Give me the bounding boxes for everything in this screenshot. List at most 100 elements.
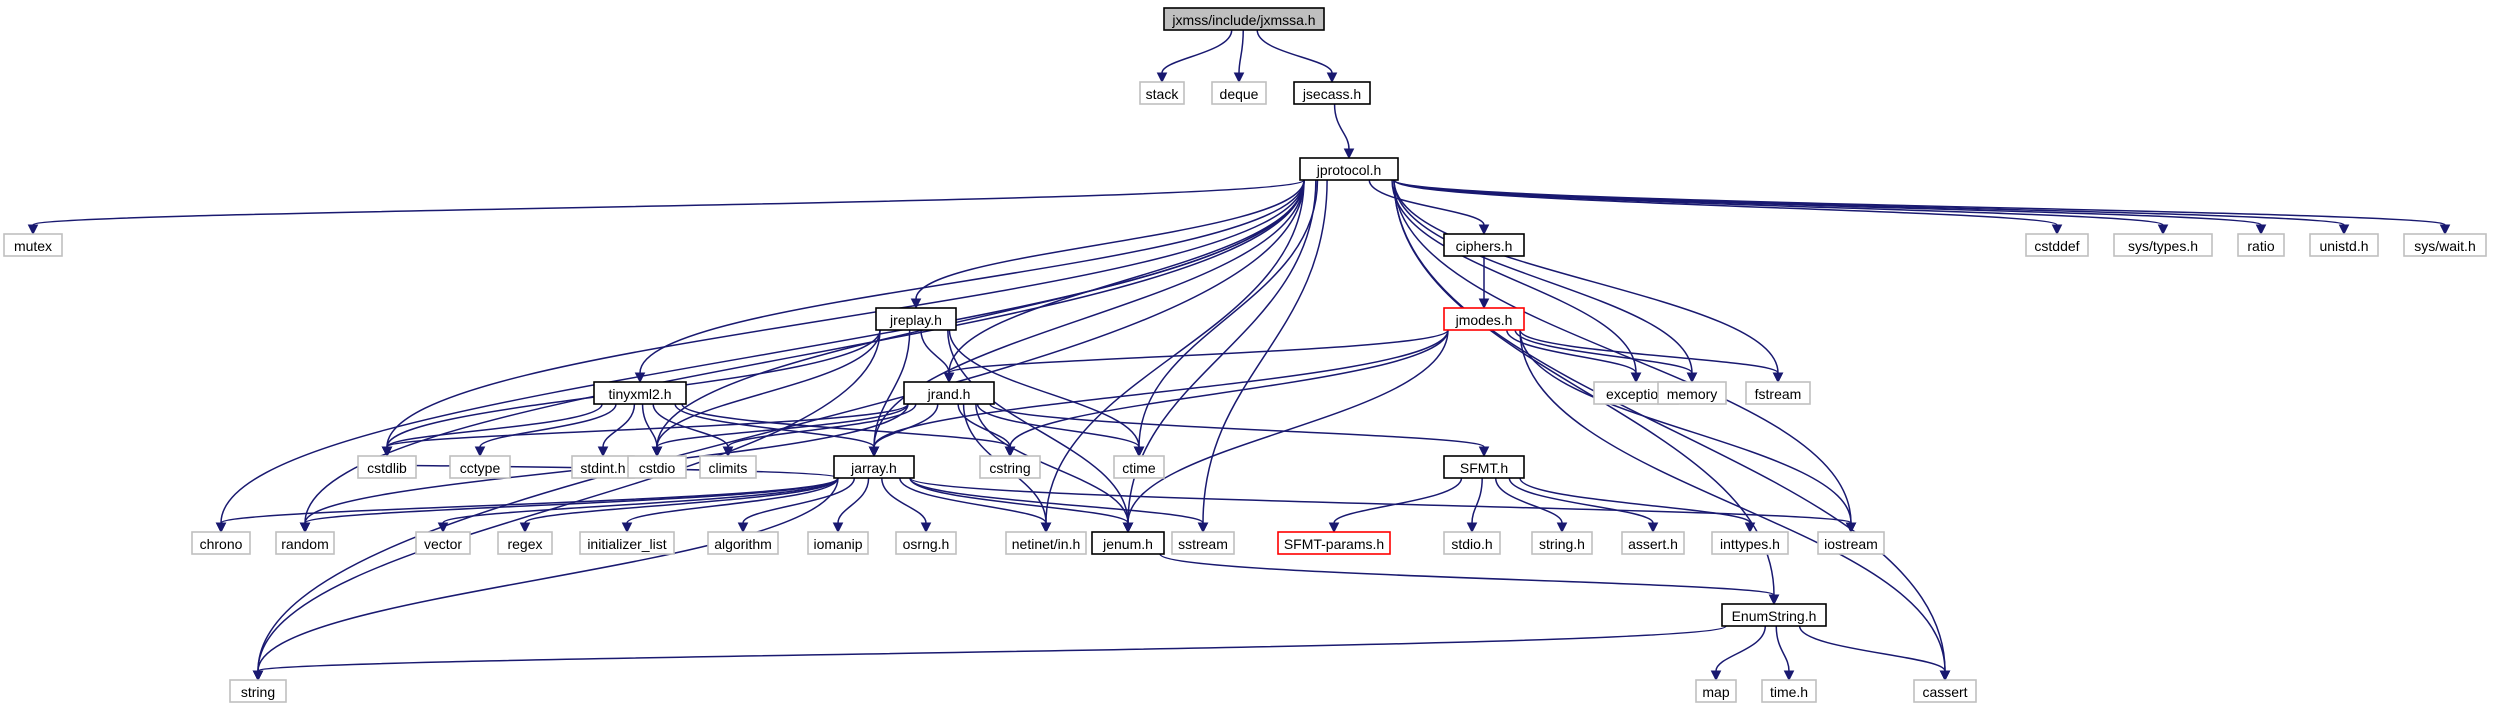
edge-line xyxy=(989,403,1485,448)
node-jxmssa[interactable]: jxmss/include/jxmssa.h xyxy=(1163,7,1325,31)
node-box xyxy=(627,455,687,479)
node-label: jmodes.h xyxy=(1455,312,1513,328)
node-tinyxml2[interactable]: tinyxml2.h xyxy=(593,381,687,405)
edge-jprotocol-to-cstdlib xyxy=(381,179,1305,458)
node-label: jrand.h xyxy=(927,386,971,402)
node-string: string xyxy=(229,679,287,703)
edge-arrowhead xyxy=(1122,522,1134,534)
edge-arrowhead xyxy=(832,522,844,534)
node-box xyxy=(1443,307,1525,331)
edge-arrowhead xyxy=(1630,372,1642,384)
edge-line xyxy=(602,403,636,448)
node-box xyxy=(191,531,251,555)
edge-arrowhead xyxy=(2255,224,2267,236)
node-systypes: sys/types.h xyxy=(2113,233,2213,257)
edge-sfmt-to-inttypes xyxy=(1519,477,1756,534)
node-label: iostream xyxy=(1824,536,1878,552)
edge-jprotocol-to-ciphers xyxy=(1368,179,1490,236)
node-box xyxy=(2403,233,2487,257)
node-label: SFMT-params.h xyxy=(1284,536,1384,552)
edge-line xyxy=(1471,477,1483,524)
node-box xyxy=(1913,679,1977,703)
edge-jreplay-to-jrand xyxy=(920,329,955,384)
node-box xyxy=(593,381,687,405)
edge-arrowhead xyxy=(2338,224,2350,236)
node-jprotocol[interactable]: jprotocol.h xyxy=(1299,157,1399,181)
edge-arrowhead xyxy=(1156,72,1168,84)
node-box xyxy=(2309,233,2379,257)
edge-jprotocol-to-exception xyxy=(1391,179,1642,384)
node-label: string xyxy=(241,684,275,700)
node-cstddef: cstddef xyxy=(2025,233,2089,257)
node-label: netinet/in.h xyxy=(1012,536,1081,552)
node-box xyxy=(229,679,287,703)
edge-arrowhead xyxy=(634,372,646,384)
node-unistd: unistd.h xyxy=(2309,233,2379,257)
edge-line xyxy=(1519,329,1946,672)
node-stack: stack xyxy=(1139,81,1185,105)
edge-tinyxml2-to-climits xyxy=(652,403,734,458)
node-algorithm: algorithm xyxy=(707,531,779,555)
node-jrand[interactable]: jrand.h xyxy=(903,381,995,405)
edge-line xyxy=(1393,179,1946,672)
edge-line xyxy=(1393,179,1852,524)
edge-line xyxy=(639,179,1305,374)
node-label: jarray.h xyxy=(850,460,897,476)
edge-line xyxy=(386,403,909,448)
edge-line xyxy=(975,403,1129,524)
edge-line xyxy=(1391,179,1637,374)
edge-line xyxy=(873,179,1305,448)
edge-arrowhead xyxy=(1768,594,1780,606)
node-box xyxy=(2025,233,2089,257)
node-ratio: ratio xyxy=(2237,233,2285,257)
edges-layer xyxy=(27,29,2451,682)
edge-jprotocol-to-syswait xyxy=(1393,179,2451,236)
edge-enumstring-to-cassert xyxy=(1798,625,1951,682)
node-jmodes[interactable]: jmodes.h xyxy=(1443,307,1525,331)
edge-jprotocol-to-systypes xyxy=(1393,179,2169,236)
edge-jarray-to-iostream xyxy=(909,477,1857,534)
edge-jarray-to-chrono xyxy=(215,477,839,534)
node-jreplay[interactable]: jreplay.h xyxy=(875,307,957,331)
edge-line xyxy=(1393,179,2262,226)
node-label: exception xyxy=(1606,386,1666,402)
edge-line xyxy=(1159,553,1775,596)
edge-arrowhead xyxy=(1466,522,1478,534)
node-ciphers[interactable]: ciphers.h xyxy=(1443,233,1525,257)
node-label: stdint.h xyxy=(580,460,625,476)
edge-line xyxy=(1127,329,1449,524)
node-vector: vector xyxy=(415,531,471,555)
node-label: cassert xyxy=(1922,684,1967,700)
edge-line xyxy=(1333,477,1463,524)
edge-jrand-to-cstdlib xyxy=(381,403,909,458)
node-enumstring[interactable]: EnumString.h xyxy=(1721,603,1827,627)
edge-jrand-to-sfmt xyxy=(989,403,1490,458)
edge-jenum-to-enumstring xyxy=(1159,553,1780,606)
node-box xyxy=(1443,233,1525,257)
edge-jarray-to-netinet xyxy=(899,477,1052,534)
edge-arrowhead xyxy=(381,446,393,458)
edge-enumstring-to-timeh xyxy=(1775,625,1795,682)
node-jarray[interactable]: jarray.h xyxy=(833,455,915,479)
node-jenum[interactable]: jenum.h xyxy=(1091,531,1165,555)
node-box xyxy=(497,531,553,555)
edge-jprotocol-to-iostream xyxy=(1393,179,1857,534)
edge-line xyxy=(976,403,1140,448)
edge-tinyxml2-to-stdint xyxy=(597,403,636,458)
edge-jprotocol-to-tinyxml2 xyxy=(634,179,1305,384)
edge-arrowhead xyxy=(1772,372,1784,384)
node-sfmt[interactable]: SFMT.h xyxy=(1443,455,1525,479)
edge-tinyxml2-to-cctype xyxy=(474,403,617,458)
node-label: jsecass.h xyxy=(1302,86,1361,102)
node-label: vector xyxy=(424,536,462,552)
node-jsecass[interactable]: jsecass.h xyxy=(1293,81,1371,105)
edge-jxmssa-to-deque xyxy=(1233,29,1245,84)
node-sfmtparams[interactable]: SFMT-params.h xyxy=(1277,531,1391,555)
edge-arrowhead xyxy=(1478,298,1490,310)
node-box xyxy=(1293,81,1371,105)
edge-line xyxy=(386,179,1305,448)
edge-line xyxy=(1519,329,1779,374)
edge-arrowhead xyxy=(1040,522,1052,534)
node-label: mutex xyxy=(14,238,52,254)
